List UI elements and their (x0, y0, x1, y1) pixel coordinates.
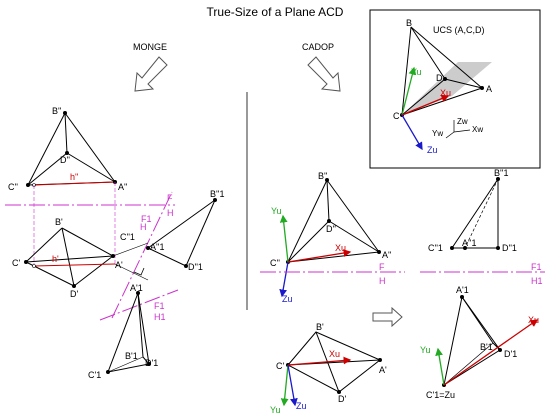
inset-label-c: C (393, 111, 400, 121)
cadop-side-label-d: D''1 (502, 243, 517, 253)
monge-fold2-label-h: H (140, 222, 147, 232)
cadop-side-label-b: B''1 (494, 168, 508, 178)
monge-heading: MONGE (133, 42, 167, 52)
cadop-top-label-yu: Yu (270, 405, 281, 415)
cadop-true-view: A'1 B'1 D'1 C'1=Zu Yu Xu (420, 285, 539, 400)
monge-top-label-h: h' (52, 254, 59, 264)
cadop-true-label-xu: Xu (528, 315, 539, 325)
monge-front-label-a: A'' (118, 182, 128, 192)
cadop-fold2-label-f1: F1 (531, 262, 542, 272)
monge-top-label-b: B' (55, 217, 63, 227)
monge-front-label-d: D'' (60, 155, 70, 165)
inset-label-a: A (486, 84, 492, 94)
monge-fold3-label-f1: F1 (154, 301, 165, 311)
monge-true-label-c: C'1 (88, 370, 101, 380)
cadop-true-label-b: B'1 (480, 342, 493, 352)
inset-label-d: D (436, 73, 443, 83)
cadop-front-label-c: C'' (270, 258, 280, 268)
monge-side-label-d: D''1 (188, 262, 203, 272)
cadop-fold-line-f1h1: F1 H1 (420, 262, 545, 286)
monge-fold-label-f: F (167, 193, 173, 203)
monge-side-label-c: C''1 (120, 232, 135, 242)
monge-side-label-b: B''1 (210, 189, 224, 199)
cadop-true-label-yu: Yu (420, 345, 431, 355)
monge-fold2-label-f1: F1 (141, 214, 152, 224)
cadop-side-view: B''1 C''1 A''1 D''1 (428, 168, 517, 253)
cadop-front-view: B'' D'' C'' A'' Yu Xu Zu (270, 171, 392, 304)
cadop-result-arrow-icon (372, 306, 403, 328)
cadop-top-label-a: A' (379, 365, 387, 375)
inset-label-xw: Xw (472, 125, 483, 134)
cadop-fold-line-fh: F H (260, 262, 405, 286)
cadop-top-label-b: B' (316, 322, 324, 332)
monge-fold-line-f1h1: F1 H1 (99, 289, 179, 322)
monge-true-label-b: B'1 (125, 351, 138, 361)
inset-label-yu: Yu (411, 67, 422, 77)
cadop-front-label-d: D'' (326, 224, 336, 234)
cadop-true-label-a: A'1 (456, 285, 469, 295)
cadop-true-label-c: C'1=Zu (426, 390, 455, 400)
inset-label-b: B (406, 18, 412, 28)
monge-front-view: B'' D'' C'' A'' h'' (8, 106, 128, 266)
cadop-front-label-zu: Zu (282, 294, 293, 304)
cadop-side-label-c: C''1 (428, 243, 443, 253)
inset-label-zw: Zw (457, 117, 468, 126)
monge-fold-label-h: H (167, 208, 174, 218)
inset-label-xu: Xu (440, 88, 451, 98)
monge-front-label-c: C'' (8, 182, 18, 192)
monge-top-label-a: A' (115, 260, 123, 270)
monge-true-view: A'1 C'1 B'1 D'1 (88, 283, 158, 380)
monge-fold3-label-h1: H1 (154, 312, 166, 322)
cadop-true-label-d: D'1 (504, 349, 517, 359)
plane-acd-shade (402, 62, 492, 115)
diagram-title: True-Size of a Plane ACD (207, 5, 344, 19)
monge-true-label-d: D'1 (145, 358, 158, 368)
cadop-top-label-zu: Zu (296, 401, 307, 411)
cadop-front-label-xu: Xu (335, 243, 346, 253)
monge-top-label-c: C' (12, 258, 20, 268)
cadop-heading: CADOP (302, 42, 334, 52)
cadop-fold2-label-h1: H1 (531, 276, 543, 286)
monge-fold-line-hf1: H F1 (111, 191, 173, 319)
cadop-side-label-a: A''1 (462, 238, 476, 248)
monge-side-view: B''1 C''1 A''1 D''1 (120, 189, 224, 272)
cadop-fold-label-f: F (379, 262, 385, 272)
monge-top-label-d: D' (70, 289, 78, 299)
monge-top-view: B' C' A' D' h' (12, 217, 123, 299)
cadop-top-view: B' C' A' D' Xu Yu Zu (270, 322, 387, 415)
cadop-top-label-c: C' (276, 361, 284, 371)
inset-label-zu: Zu (427, 145, 438, 155)
monge-side-label-a: A''1 (150, 242, 164, 252)
cadop-top-label-d: D' (338, 394, 346, 404)
monge-true-label-a: A'1 (130, 283, 143, 293)
cadop-arrow-icon (307, 56, 341, 92)
monge-fold-line-fh: F H (5, 193, 175, 218)
monge-arrow-icon (134, 56, 168, 92)
cadop-front-label-b: B'' (318, 171, 328, 181)
ucs-inset: B UCS (A,C,D) D A C Yu Xu Zu Zw Yw Xw (369, 9, 541, 169)
cadop-front-label-a: A'' (382, 250, 392, 260)
monge-front-label-h: h'' (70, 172, 79, 182)
cadop-fold-label-h: H (379, 276, 386, 286)
monge-front-label-b: B'' (52, 106, 62, 116)
inset-label-yw: Yw (432, 129, 443, 138)
cadop-front-label-yu: Yu (271, 206, 282, 216)
cadop-top-label-xu: Xu (329, 349, 340, 359)
inset-label-ucs: UCS (A,C,D) (433, 25, 485, 35)
